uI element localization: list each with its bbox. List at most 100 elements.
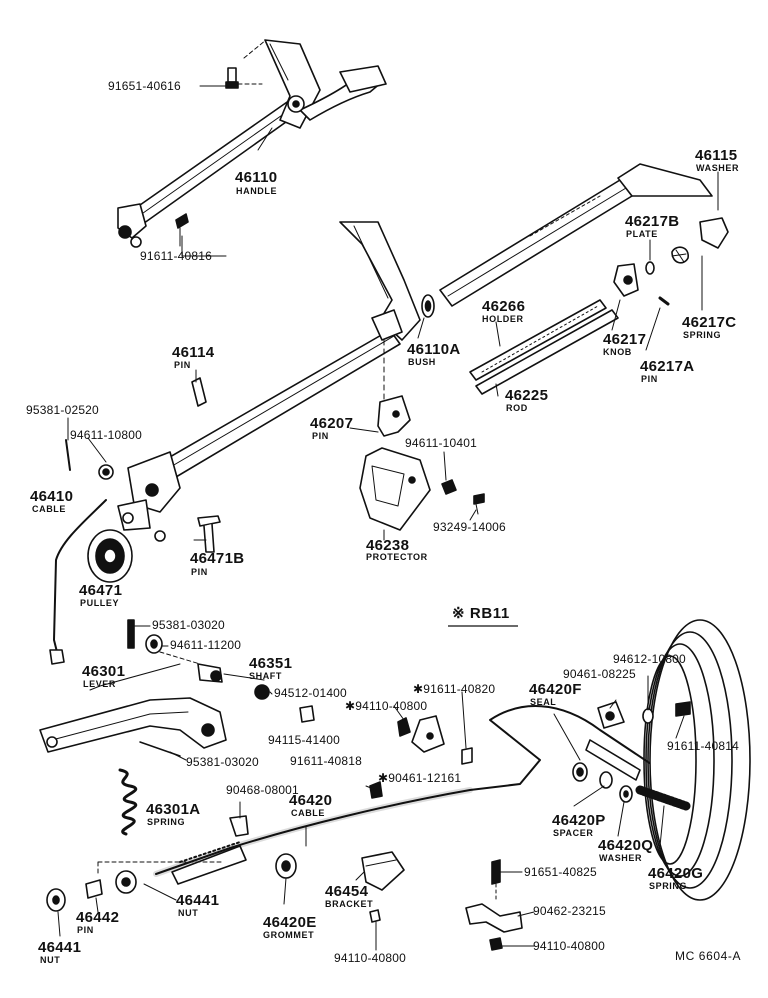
bracket-46454-drawing <box>361 851 405 891</box>
spring-46301a-drawing <box>118 768 138 836</box>
label-94115-41400: 94115-41400 <box>268 733 341 747</box>
label-46454-name: BRACKET <box>325 899 374 909</box>
label-46115-name: WASHER <box>696 163 740 173</box>
section-mark-rb11: ※ RB11 <box>452 605 510 622</box>
label-90461-12161: ✱90461-12161 <box>378 771 462 785</box>
screw-93249-14006-drawing <box>473 493 485 515</box>
bush-46110a-drawing <box>421 294 435 318</box>
label-46420-number: 46420 <box>289 792 333 809</box>
clip-90468-08001-drawing <box>229 815 249 837</box>
label-46115-number: 46115 <box>695 147 738 164</box>
label-94611-10800: 94611-10800 <box>70 428 143 442</box>
label-46110a-name: BUSH <box>408 357 436 367</box>
label-95381-02520: 95381-02520 <box>26 403 99 417</box>
nut-94611-10401-drawing <box>441 479 457 495</box>
bracket-90462-23215-drawing <box>465 903 523 933</box>
label-91611-40818: 91611-40818 <box>290 754 363 768</box>
label-46441-upper-name: NUT <box>178 908 199 918</box>
label-94512-01400: 94512-01400 <box>274 686 347 700</box>
bolt-91611-40816-drawing <box>175 213 189 247</box>
label-46351-name: SHAFT <box>249 671 282 681</box>
label-46420-name: CABLE <box>291 808 325 818</box>
label-94611-11200: 94611-11200 <box>170 638 242 652</box>
cable-46410-drawing <box>49 499 107 665</box>
label-46217-name: KNOB <box>603 347 632 357</box>
bolt-91651-40825-drawing <box>491 859 501 901</box>
label-46207-name: PIN <box>312 431 329 441</box>
spacer-washer-drawing <box>599 771 633 803</box>
leader-lines <box>57 85 719 951</box>
label-46110-name: HANDLE <box>236 186 278 196</box>
label-46420q-name: WASHER <box>599 853 643 863</box>
label-46114-name: PIN <box>174 360 191 370</box>
label-46420g-name: SPRING <box>649 881 688 891</box>
label-46442-name: PIN <box>77 925 94 935</box>
label-46301-name: LEVER <box>83 679 117 689</box>
section-mark-underline <box>448 625 518 627</box>
label-94611-10401: 94611-10401 <box>405 436 478 450</box>
label-46238-name: PROTECTOR <box>366 552 428 562</box>
lever-46301-drawing <box>39 697 227 753</box>
label-46217c-number: 46217C <box>682 314 737 331</box>
label-90461-08225: 90461-08225 <box>563 667 636 681</box>
label-46217c-name: SPRING <box>683 330 722 340</box>
label-46225-name: ROD <box>506 403 528 413</box>
diagram-code: MC 6604-A <box>675 949 742 963</box>
bolt-91651-40616-drawing <box>225 67 263 89</box>
label-46420f-name: SEAL <box>530 697 557 707</box>
bolt-91611-40814-drawing <box>675 701 691 717</box>
grommet-46420e-drawing <box>275 853 297 879</box>
label-46351-number: 46351 <box>249 655 293 672</box>
label-46266-name: HOLDER <box>482 314 524 324</box>
label-46410-name: CABLE <box>32 504 66 514</box>
pin-46471b-drawing <box>197 515 221 553</box>
label-46471-name: PULLEY <box>80 598 120 608</box>
label-46441-upper-number: 46441 <box>176 892 220 909</box>
label-46217a-number: 46217A <box>640 358 695 375</box>
pin-46207-drawing <box>377 395 411 437</box>
label-46238-number: 46238 <box>366 537 410 554</box>
washer-94512-01400-drawing <box>254 684 270 700</box>
spring-46420g-drawing <box>635 785 691 811</box>
label-46454-number: 46454 <box>325 883 369 900</box>
label-46471-number: 46471 <box>79 582 123 599</box>
knob-parts-drawing <box>613 217 729 306</box>
label-46301a-name: SPRING <box>147 817 186 827</box>
label-94612-10800: 94612-10800 <box>613 652 686 666</box>
label-46217-number: 46217 <box>603 331 647 348</box>
label-46301a-number: 46301A <box>146 801 201 818</box>
label-46442-number: 46442 <box>76 909 120 926</box>
bracket-assembly-drawing <box>369 715 473 799</box>
label-46441-lower-number: 46441 <box>38 939 82 956</box>
washer-94612-10800-drawing <box>642 708 654 724</box>
label-46217b-name: PLATE <box>626 229 658 239</box>
main-handle-drawing <box>117 221 421 542</box>
rod-46225-drawing <box>439 163 713 395</box>
shaft-46351-drawing <box>197 663 223 683</box>
label-46301-number: 46301 <box>82 663 126 680</box>
label-91611-40816: 91611-40816 <box>140 249 213 263</box>
label-46110a-number: 46110A <box>407 341 461 358</box>
nut-46441-drawing <box>46 861 223 912</box>
label-94110-40800-lower: 94110-40800 <box>334 951 407 965</box>
label-90462-23215: 90462-23215 <box>533 904 606 918</box>
label-46420f-number: 46420F <box>529 681 582 698</box>
label-46471b-name: PIN <box>191 567 208 577</box>
label-46114-number: 46114 <box>172 344 215 361</box>
label-46217a-name: PIN <box>641 374 658 384</box>
label-95381-03020-lower: 95381-03020 <box>186 755 259 769</box>
label-94110-40800-right: 94110-40800 <box>533 939 606 953</box>
label-46441-lower-name: NUT <box>40 955 61 965</box>
label-46420e-name: GROMMET <box>263 930 315 940</box>
pulley-46471-drawing <box>87 529 133 583</box>
pin-46114-drawing <box>191 377 207 407</box>
label-46207-number: 46207 <box>310 415 354 432</box>
nut-94115-41400-drawing <box>299 705 315 723</box>
label-91651-40825: 91651-40825 <box>524 865 597 879</box>
label-95381-03020-upper: 95381-03020 <box>152 618 225 632</box>
label-46420q-number: 46420Q <box>598 837 654 854</box>
handle-46110-drawing <box>117 39 387 248</box>
clamp-90461-08225-drawing <box>597 701 625 729</box>
